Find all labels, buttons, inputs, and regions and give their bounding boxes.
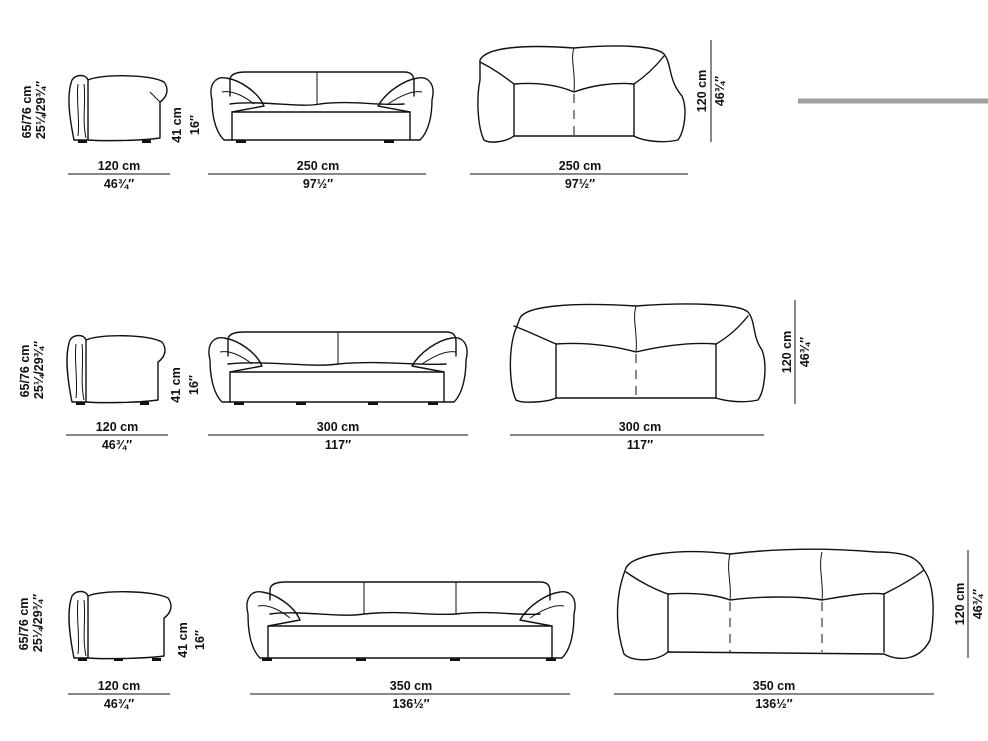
height-cm-label: 65/76 cm <box>17 598 31 651</box>
top-view <box>616 548 934 661</box>
side-width-cm: 120 cm <box>98 679 140 693</box>
depth-cm-label: 120 cm <box>780 331 794 373</box>
front-width-cm: 250 cm <box>297 159 339 173</box>
depth-in-label: 46¾″ <box>798 337 812 367</box>
side-width-in: 46¾″ <box>104 697 134 711</box>
front-width-cm: 300 cm <box>317 420 359 434</box>
top-width-in: 117″ <box>627 438 653 452</box>
front-width-cm: 350 cm <box>390 679 432 693</box>
front-view <box>246 581 576 661</box>
seat-cm-label: 41 cm <box>170 107 184 142</box>
seat-cm-label: 41 cm <box>169 367 183 402</box>
depth-cm-label: 120 cm <box>695 70 709 112</box>
front-view <box>208 331 468 405</box>
height-in-label: 25¼/29¾″ <box>34 81 48 139</box>
top-width-cm: 250 cm <box>559 159 601 173</box>
top-view <box>509 303 766 403</box>
top-width-cm: 300 cm <box>619 420 661 434</box>
row-250: 65/76 cm 25¼/29¾″ 41 cm 16″ <box>20 40 727 191</box>
depth-in-label: 46¾″ <box>971 589 985 619</box>
side-width-in: 46¾″ <box>104 177 134 191</box>
row-350: 65/76 cm 25¼/29¾″ 41 cm 16″ <box>17 548 985 711</box>
front-width-in: 136½″ <box>392 697 429 711</box>
top-view <box>477 45 686 143</box>
row-300: 65/76 cm 25¼/29¾″ 41 cm 16″ <box>18 300 812 452</box>
depth-cm-label: 120 cm <box>953 583 967 625</box>
depth-in-label: 46¾″ <box>713 76 727 106</box>
side-width-cm: 120 cm <box>98 159 140 173</box>
seat-in-label: 16″ <box>193 630 207 650</box>
side-width-in: 46¾″ <box>102 438 132 452</box>
top-width-in: 97½″ <box>565 177 595 191</box>
seat-in-label: 16″ <box>188 115 202 135</box>
height-in-label: 25¼/29¾″ <box>31 594 45 652</box>
height-in-label: 25¼/29¾″ <box>32 341 46 399</box>
side-width-cm: 120 cm <box>96 420 138 434</box>
seat-in-label: 16″ <box>187 375 201 395</box>
top-width-cm: 350 cm <box>753 679 795 693</box>
side-view <box>68 590 172 661</box>
side-view <box>66 334 166 405</box>
height-cm-label: 65/76 cm <box>20 86 34 139</box>
height-cm-label: 65/76 cm <box>18 345 32 398</box>
front-view <box>210 71 434 143</box>
front-width-in: 97½″ <box>303 177 333 191</box>
top-width-in: 136½″ <box>755 697 792 711</box>
side-view <box>68 74 168 143</box>
front-width-in: 117″ <box>325 438 351 452</box>
seat-cm-label: 41 cm <box>176 622 190 657</box>
